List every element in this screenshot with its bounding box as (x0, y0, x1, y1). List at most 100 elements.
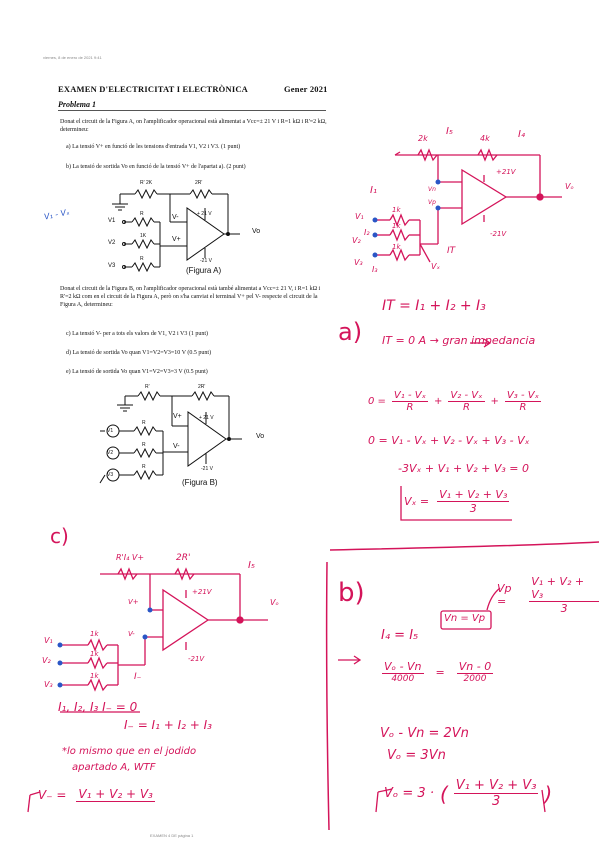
note-r4k: 4k (480, 134, 490, 143)
fig-a-r1: R (140, 211, 144, 217)
separator-horizontal (329, 541, 599, 551)
fig-b-vplus: V+ (173, 413, 182, 420)
c-k3: 1k (90, 672, 99, 680)
note-vx: Vₓ (431, 262, 441, 271)
note-v3: V₃ (354, 258, 363, 267)
note-vp: Vp (428, 199, 436, 206)
figure-a-caption: (Figura A) (186, 266, 222, 275)
fig-a-rp-label: R' 2K (140, 180, 153, 186)
part-a-eq1: IT = I₁ + I₂ + I₃ (382, 298, 486, 314)
c-v3: V₃ (44, 680, 53, 689)
note-r2k: 2k (418, 134, 428, 143)
b-eq1: I₄ = I₅ (381, 628, 419, 643)
item-a-label: a) (66, 144, 71, 150)
exam-title: EXAMEN D'ELECTRICITAT I ELECTRÒNICA (58, 84, 249, 94)
note-vn: Vn (428, 186, 436, 193)
note-vo: Vₒ (565, 182, 574, 191)
note-v2: V₂ (352, 236, 361, 245)
eq3-f1-den: R (406, 402, 414, 413)
fig-a-vminus: V- (172, 214, 179, 221)
b-vp-left: Vp = (497, 582, 512, 608)
eq6-den: 3 (469, 502, 477, 515)
c-v1: V₁ (44, 636, 53, 645)
part-b-label: b) (338, 578, 365, 608)
c-vminus: V- (128, 630, 135, 638)
problem-heading: Problema 1 (58, 100, 96, 109)
fig-b-r2: R (142, 442, 146, 448)
eq3-f3-num: V₃ - Vₓ (504, 390, 542, 402)
c-line3: *lo mismo que en el jodido (62, 746, 197, 757)
handwritten-circuit-top (375, 148, 562, 263)
part-a-arrow (470, 338, 492, 348)
c-vplus: V+ (128, 598, 139, 606)
c-k1: 1k (90, 630, 99, 638)
item-a-text: La tensió V+ en funció de les tensions d… (72, 144, 241, 150)
part-a-eq4: 0 = V₁ - Vₓ + V₂ - Vₓ + V₃ - Vₓ (368, 434, 530, 447)
fig-a-minus-supply: -21 V (200, 258, 212, 264)
c-v2: V₂ (42, 656, 51, 665)
c-plus21: +21V (192, 588, 212, 596)
note-i1: I₁ (370, 185, 377, 196)
b-vp-num: V₁ + V₂ + V₃ (529, 575, 599, 602)
c-iminus: I₋ (134, 672, 142, 682)
c-result-left: V₋ = (38, 787, 67, 802)
item-e-text: La tensió de sortida Vo quan V1=V2=V3=3 … (72, 369, 208, 375)
fig-b-rp-label: R' (145, 384, 150, 390)
fig-b-minus-supply: -21 V (201, 466, 213, 472)
b-eq5-num: V₁ + V₂ + V₃ (453, 778, 539, 794)
note-minus21: -21V (490, 230, 507, 238)
b-eq5-left: Vₒ = 3 · (384, 786, 434, 801)
fig-b-v1: V1 (107, 428, 114, 434)
part-c-label: c) (50, 524, 69, 548)
c-minus21: -21V (188, 655, 205, 663)
b-eq2-den1: 4000 (391, 674, 415, 684)
statement-b-intro: Donat el circuit de la Figura B, on l'am… (60, 286, 321, 308)
eq6-num: V₁ + V₂ + V₃ (437, 488, 510, 502)
fig-a-r3: R (140, 256, 144, 262)
c-r1: R'I₄ V+ (116, 553, 145, 562)
handwritten-circuit-c (60, 567, 268, 713)
item-d-label: d) (66, 350, 71, 356)
c-line4: apartado A, WTF (72, 762, 156, 773)
figure-b-caption: (Figura B) (182, 478, 218, 487)
b-eq2-den2: 2000 (463, 674, 487, 684)
fig-a-vplus: V+ (172, 236, 181, 243)
c-r2: 2R' (176, 553, 191, 563)
item-e-label: e) (66, 369, 71, 375)
fig-b-vo: Vo (256, 433, 265, 440)
fig-a-v3: V3 (108, 263, 116, 269)
eq6-left: Vₓ = (404, 495, 430, 508)
b-box: Vn = Vp (444, 613, 486, 624)
c-i5: I₅ (248, 560, 255, 571)
item-c: c) La tensió V- per a tots els valors de… (66, 330, 316, 338)
timestamp-stamp: viernes, 8 de enero de 2021 9:41 (43, 55, 102, 60)
page-footer: EXAMEN 4 DE página 1 (150, 833, 194, 838)
fig-b-vminus: V- (173, 443, 180, 450)
fig-b-v3: V3 (107, 472, 114, 478)
note-i5: I₅ (446, 126, 453, 137)
item-d-text: La tensió de sortida Vo quan V1=V2=V3=10… (72, 350, 212, 356)
item-e: e) La tensió de sortida Vo quan V1=V2=V3… (66, 368, 316, 376)
eq3-f3-den: R (519, 402, 527, 413)
eq3-f1-num: V₁ - Vₓ (391, 390, 429, 402)
fig-a-vo: Vo (252, 228, 261, 235)
part-a-label: a) (338, 318, 363, 346)
figure-b-circuit (99, 390, 242, 484)
item-c-text: La tensió V- per a tots els valors de V1… (72, 331, 208, 337)
note-it: IT (447, 246, 456, 256)
c-vo: Vₒ (270, 598, 279, 607)
note-i3: I₃ (372, 265, 378, 274)
figure-a-circuit (112, 188, 240, 273)
b-eq3: Vₒ - Vn = 2Vn (380, 726, 469, 741)
item-c-label: c) (66, 331, 71, 337)
note-v1: V₁ (355, 212, 364, 221)
